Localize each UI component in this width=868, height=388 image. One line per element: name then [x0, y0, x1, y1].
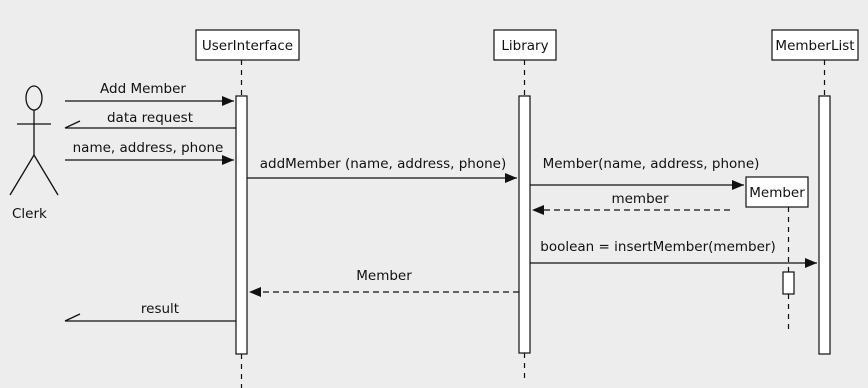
message-member-result: Member [249, 268, 519, 297]
message-label: Member [356, 268, 412, 284]
message-label: Add Member [100, 81, 186, 97]
actor-head [25, 85, 43, 111]
actor-clerk [9, 85, 59, 196]
message-insert-member: boolean = insertMember(member) [530, 239, 817, 268]
message-name-address-phone: name, address, phone [65, 140, 234, 165]
message-label: boolean = insertMember(member) [540, 239, 775, 255]
message-member-create: Member(name, address, phone) [530, 156, 760, 190]
message-label: addMember (name, address, phone) [260, 156, 507, 172]
lifeline-label-member: Member [749, 185, 805, 201]
actor-label: Clerk [12, 206, 47, 222]
lifeline-header-memberlist: MemberList [771, 29, 859, 61]
activation-bar-ui [235, 95, 248, 355]
message-label: name, address, phone [73, 140, 224, 156]
lifeline-header-ui: UserInterface [195, 29, 300, 61]
actor-leg-right [33, 154, 59, 196]
activation-bar-member [782, 271, 795, 295]
lifeline-label-ui: UserInterface [202, 38, 293, 54]
lifeline-header-member: Member [745, 176, 809, 208]
lifeline-label-memberlist: MemberList [775, 38, 854, 54]
message-data-request: data request [64, 110, 236, 129]
actor-leg-left [9, 154, 35, 196]
message-member-return: member [532, 191, 730, 215]
message-label: Member(name, address, phone) [543, 156, 760, 172]
message-add-member: Add Member [65, 81, 234, 106]
lifeline-label-library: Library [501, 38, 548, 54]
lifeline-header-library: Library [493, 29, 557, 61]
activation-bar-library [518, 95, 531, 354]
activation-bar-memberlist [818, 95, 831, 355]
message-add-member-call: addMember (name, address, phone) [247, 156, 517, 183]
half-arrowhead [64, 313, 81, 322]
message-label: data request [107, 110, 193, 126]
message-label: result [141, 301, 179, 317]
message-result: result [64, 301, 236, 322]
message-label: member [611, 191, 668, 207]
half-arrowhead [64, 120, 81, 129]
